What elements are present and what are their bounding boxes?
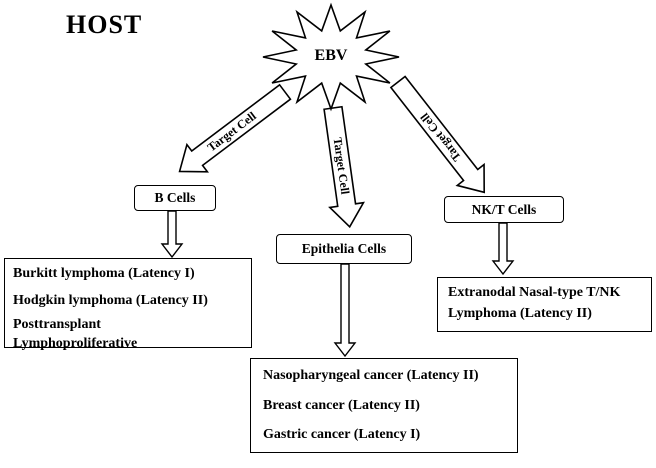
b-cells-diseases-box: Burkitt lymphoma (Latency I) Hodgkin lym… [4,258,252,351]
epithelia-diseases-box: Nasopharyngeal cancer (Latency II) Breas… [250,358,518,453]
arrow-epithelia-to-diseases-icon [333,263,357,358]
target-arrow-epithelia-icon [323,105,365,229]
virus-label: EBV [314,47,348,64]
disease-line: Hodgkin lymphoma (Latency II) [13,292,208,308]
disease-line: Lymphoma (Latency II) [448,305,592,321]
target-arrow-nkt-icon [389,75,485,194]
ebv-starburst-icon [262,2,400,112]
nkt-cells-label: NK/T Cells [471,201,537,217]
disease-line: Gastric cancer (Latency I) [263,427,421,442]
disease-line: Lymphoproliferative [13,335,138,351]
epithelia-cells-box: Epithelia Cells [276,234,412,264]
host-label: HOST [66,10,143,39]
disease-line: Posttransplant [13,317,101,332]
disease-line: Nasopharyngeal cancer (Latency II) [263,368,479,383]
disease-line: Breast cancer (Latency II) [263,397,420,413]
nkt-cells-box: NK/T Cells [444,196,564,223]
b-cells-label: B Cells [154,190,196,205]
arrow-nkt-to-diseases-icon [491,222,515,276]
target-arrow-b-cells-icon [178,83,292,173]
disease-line: Burkitt lymphoma (Latency I) [13,266,195,281]
b-cells-box: B Cells [134,185,216,211]
arrow-b-cells-to-diseases-icon [160,210,184,259]
disease-line: Extranodal Nasal-type T/NK [448,285,621,300]
epithelia-cells-label: Epithelia Cells [301,241,387,256]
nkt-diseases-box: Extranodal Nasal-type T/NK Lymphoma (Lat… [437,277,652,332]
